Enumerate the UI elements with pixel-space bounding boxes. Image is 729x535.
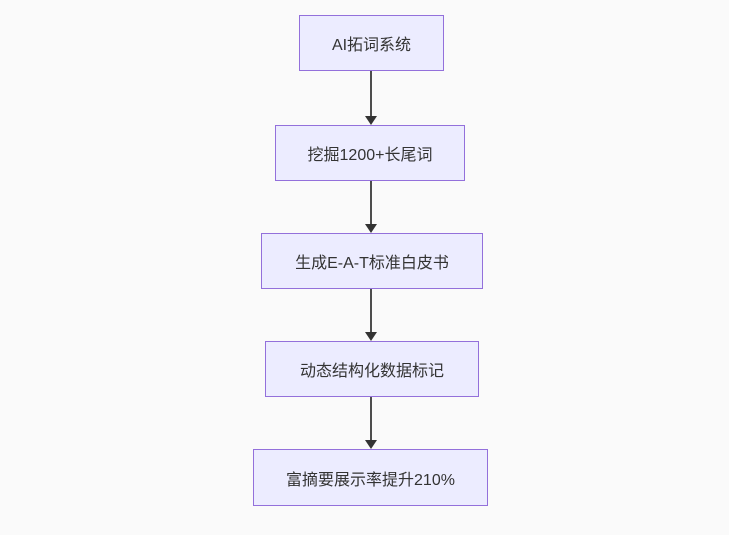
arrow-shaft [370, 397, 372, 440]
arrow-head-icon [365, 224, 377, 233]
flow-arrow [365, 397, 377, 449]
node-label: 挖掘1200+长尾词 [307, 147, 433, 164]
arrow-shaft [370, 289, 372, 332]
arrow-head-icon [365, 440, 377, 449]
flowchart-node-ai-word-expansion: AI拓词系统 [299, 15, 444, 71]
arrow-shaft [370, 181, 372, 224]
node-label: 生成E-A-T标准白皮书 [295, 255, 449, 272]
flowchart-node-eat-whitepaper: 生成E-A-T标准白皮书 [261, 233, 483, 289]
flowchart-node-structured-data-markup: 动态结构化数据标记 [265, 341, 479, 397]
flowchart-node-longtail-mining: 挖掘1200+长尾词 [275, 125, 465, 181]
flow-arrow [365, 289, 377, 341]
flow-arrow [365, 71, 377, 125]
node-label: 富摘要展示率提升210% [286, 471, 455, 489]
node-label: 动态结构化数据标记 [299, 363, 444, 380]
node-label: AI拓词系统 [331, 37, 412, 54]
arrow-head-icon [365, 116, 377, 125]
flow-arrow [365, 181, 377, 233]
arrow-shaft [370, 71, 372, 116]
flowchart-node-rich-snippet-result: 富摘要展示率提升210% [253, 449, 488, 506]
arrow-head-icon [365, 332, 377, 341]
